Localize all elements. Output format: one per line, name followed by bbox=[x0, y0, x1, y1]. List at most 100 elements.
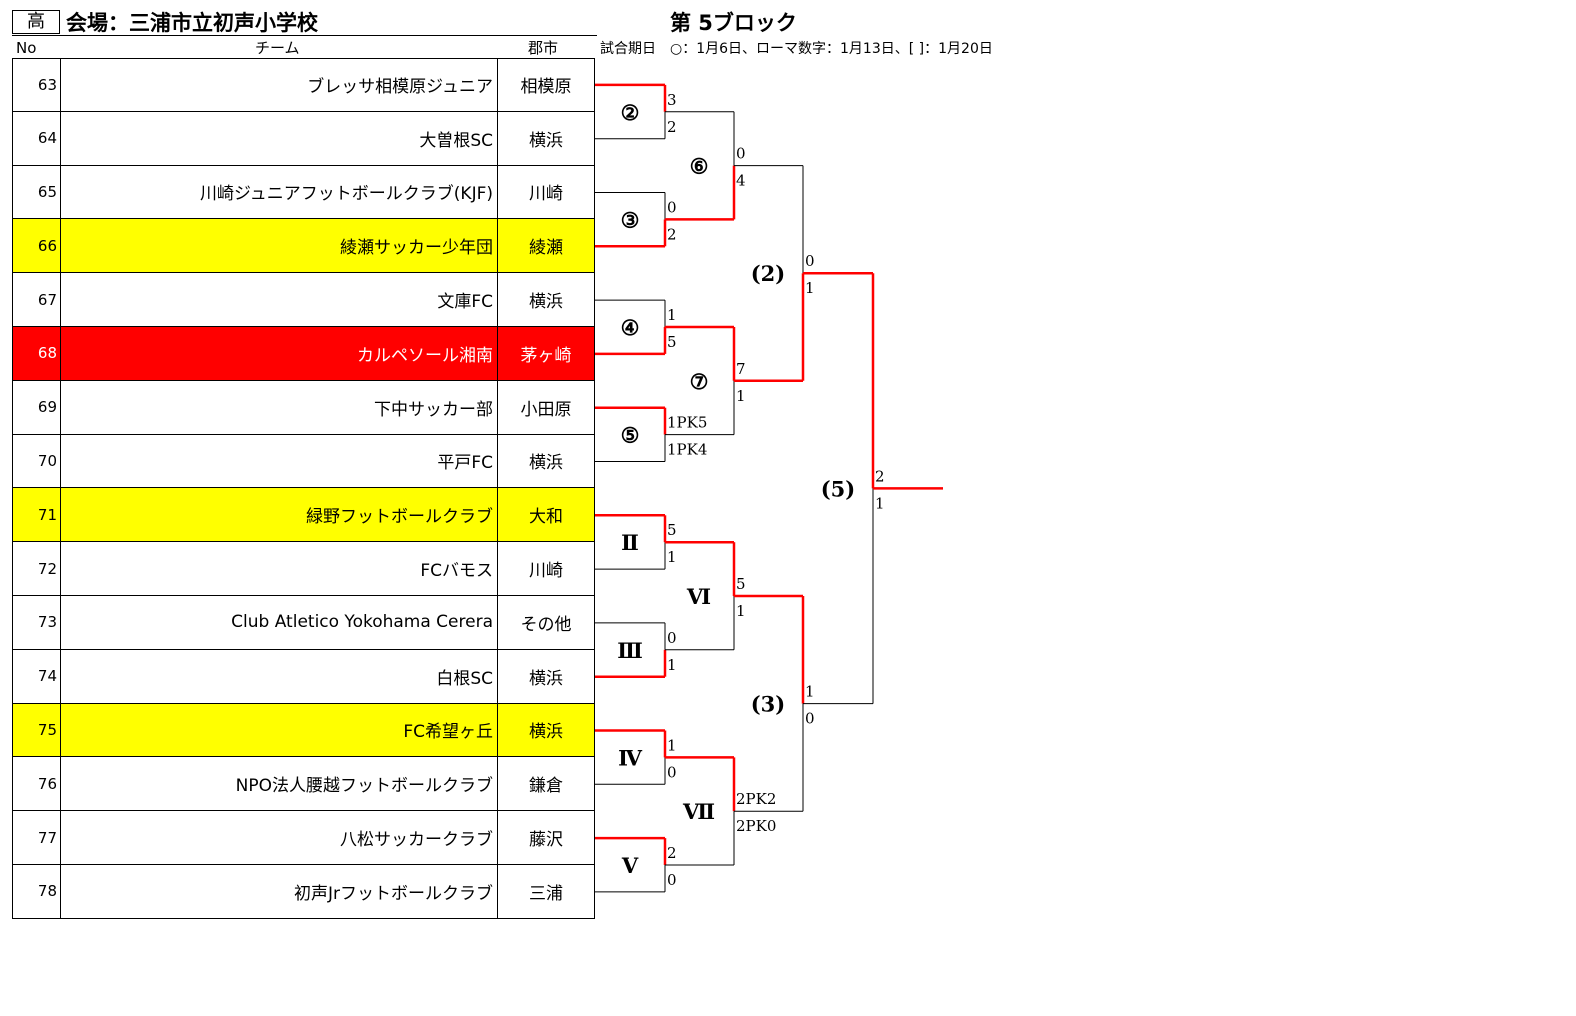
match-score-bottom: 4 bbox=[736, 172, 746, 190]
team-number: 73 bbox=[13, 595, 61, 649]
match-score-top: 0 bbox=[667, 198, 677, 216]
team-name: 文庫FC bbox=[61, 273, 498, 326]
team-number: 75 bbox=[13, 703, 61, 757]
team-number: 68 bbox=[13, 326, 61, 380]
match-score-top: 5 bbox=[667, 521, 677, 539]
column-header-team: チーム bbox=[255, 39, 300, 57]
match-label: ② bbox=[621, 100, 640, 125]
match-label: (2) bbox=[751, 261, 785, 286]
team-city: 横浜 bbox=[529, 130, 563, 151]
team-name: 緑野フットボールクラブ bbox=[61, 488, 498, 542]
match-score-bottom: 1PK4 bbox=[667, 441, 707, 459]
match-score-bottom: 2 bbox=[667, 118, 677, 136]
team-city: 三浦 bbox=[529, 883, 563, 904]
team-number: 66 bbox=[13, 219, 61, 273]
match-label: Ⅵ bbox=[686, 584, 711, 609]
team-city: 綾瀬 bbox=[529, 238, 563, 259]
match-score-bottom: 5 bbox=[667, 333, 677, 351]
team-name: 平戸FC bbox=[61, 434, 498, 488]
match-score-top: 1 bbox=[667, 736, 677, 754]
team-city: 横浜 bbox=[529, 292, 563, 313]
team-number: 69 bbox=[13, 380, 61, 434]
match-score-top: 2 bbox=[875, 467, 885, 485]
schedule-note: 試合期日 ○：1月6日、ローマ数字：1月13日、[ ]：1月20日 bbox=[600, 41, 993, 57]
venue-title: 会場：三浦市立初声小学校 bbox=[66, 11, 318, 35]
match-score-top: 0 bbox=[667, 629, 677, 647]
match-label: ⑤ bbox=[621, 423, 640, 448]
match-score-bottom: 0 bbox=[667, 871, 677, 889]
match-label: (3) bbox=[751, 692, 785, 717]
match-label: Ⅶ bbox=[682, 799, 715, 824]
team-city: 川崎 bbox=[529, 561, 563, 582]
match-score-top: 1PK5 bbox=[667, 414, 707, 432]
match-score-bottom: 2 bbox=[667, 225, 677, 243]
match-score-top: 2PK2 bbox=[736, 790, 776, 808]
match-score-bottom: 2PK0 bbox=[736, 817, 776, 835]
team-name: 白根SC bbox=[61, 649, 498, 703]
team-number: 67 bbox=[13, 273, 61, 326]
team-city: 横浜 bbox=[529, 722, 563, 743]
match-score-bottom: 1 bbox=[805, 279, 815, 297]
team-city: 横浜 bbox=[529, 668, 563, 689]
team-name: 初声Jrフットボールクラブ bbox=[61, 864, 498, 918]
team-number: 76 bbox=[13, 757, 61, 811]
header-divider bbox=[12, 35, 597, 36]
team-name: 綾瀬サッカー少年団 bbox=[61, 219, 498, 273]
team-city: 鎌倉 bbox=[529, 776, 563, 797]
match-label: ⑥ bbox=[690, 154, 709, 179]
team-name: FCバモス bbox=[61, 542, 498, 595]
team-name: カルペソール湘南 bbox=[61, 326, 498, 380]
match-label: Ⅱ bbox=[621, 530, 639, 555]
team-name: 八松サッカークラブ bbox=[61, 811, 498, 864]
team-number: 64 bbox=[13, 111, 61, 165]
match-score-top: 7 bbox=[736, 360, 746, 378]
match-score-top: 0 bbox=[805, 252, 815, 270]
team-name: FC希望ヶ丘 bbox=[61, 703, 498, 757]
team-number: 65 bbox=[13, 165, 61, 219]
match-label: Ⅳ bbox=[618, 745, 643, 770]
team-number: 78 bbox=[13, 864, 61, 918]
team-city: 茅ヶ崎 bbox=[520, 345, 572, 366]
team-city: 横浜 bbox=[529, 453, 563, 474]
match-score-top: 2 bbox=[667, 844, 677, 862]
match-label: Ⅴ bbox=[621, 853, 639, 878]
match-score-top: 1 bbox=[667, 306, 677, 324]
match-score-bottom: 1 bbox=[736, 602, 746, 620]
match-label: ③ bbox=[621, 207, 640, 232]
block-title: 第 5ブロック bbox=[670, 11, 797, 35]
match-score-bottom: 1 bbox=[667, 656, 677, 674]
team-city: 川崎 bbox=[529, 184, 563, 205]
team-number: 70 bbox=[13, 434, 61, 488]
match-score-bottom: 0 bbox=[667, 763, 677, 781]
match-score-top: 3 bbox=[667, 91, 677, 109]
match-score-top: 1 bbox=[805, 683, 815, 701]
team-name: Club Atletico Yokohama Cerera bbox=[61, 595, 498, 649]
match-score-bottom: 1 bbox=[736, 387, 746, 405]
match-label: ④ bbox=[621, 315, 640, 340]
team-name: NPO法人腰越フットボールクラブ bbox=[61, 757, 498, 811]
team-city: 藤沢 bbox=[529, 830, 563, 851]
team-name: 大曽根SC bbox=[61, 111, 498, 165]
column-header-no: No bbox=[16, 39, 37, 57]
team-number: 71 bbox=[13, 488, 61, 542]
match-label: (5) bbox=[821, 476, 855, 501]
team-name: 下中サッカー部 bbox=[61, 380, 498, 434]
team-number: 74 bbox=[13, 649, 61, 703]
match-score-bottom: 1 bbox=[667, 548, 677, 566]
match-label: ⑦ bbox=[690, 369, 709, 394]
team-city: 大和 bbox=[529, 507, 563, 528]
